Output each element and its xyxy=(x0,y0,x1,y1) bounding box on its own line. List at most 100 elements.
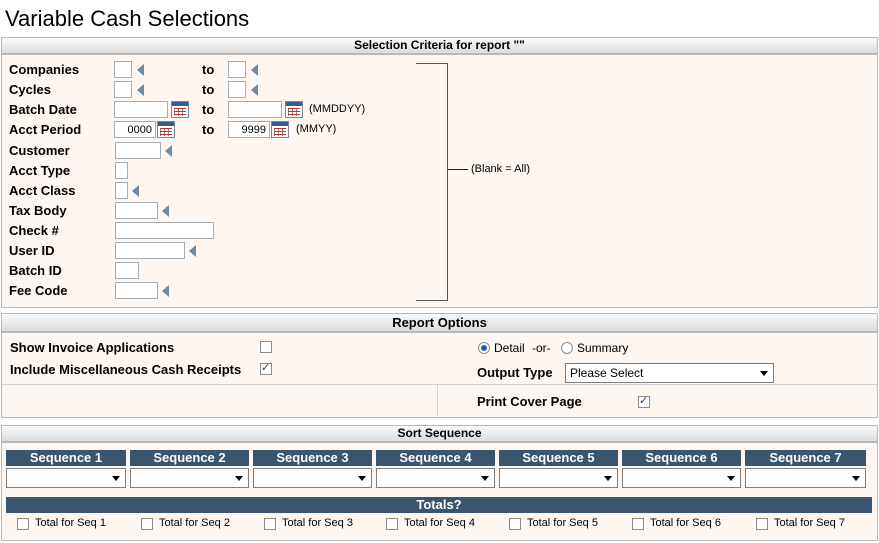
selection-criteria-header: Selection Criteria for report "" xyxy=(1,37,878,54)
cycles-to-lookup-icon[interactable] xyxy=(251,84,258,96)
sequence-1-select[interactable] xyxy=(6,468,126,488)
or-label: -or- xyxy=(532,341,551,355)
selection-criteria-panel xyxy=(1,54,878,308)
total-seq-1-checkbox[interactable] xyxy=(17,518,29,530)
fee-code-label: Fee Code xyxy=(9,283,68,298)
chevron-down-icon xyxy=(760,371,768,376)
fee-code-lookup-icon[interactable] xyxy=(162,285,169,297)
total-seq-5-label: Total for Seq 5 xyxy=(527,517,598,529)
total-seq-2-label: Total for Seq 2 xyxy=(159,517,230,529)
batch-id-input[interactable] xyxy=(115,262,139,279)
batch-date-to-input[interactable] xyxy=(228,101,282,118)
calendar-icon[interactable] xyxy=(285,101,303,118)
chevron-down-icon xyxy=(852,476,860,481)
sequence-5-header: Sequence 5 xyxy=(499,450,618,466)
acct-period-to-input[interactable] xyxy=(228,121,270,138)
detail-label: Detail xyxy=(494,341,525,355)
chevron-down-icon xyxy=(358,476,366,481)
output-type-label: Output Type xyxy=(477,365,553,380)
sequence-2-select[interactable] xyxy=(130,468,249,488)
total-seq-1-label: Total for Seq 1 xyxy=(35,517,106,529)
companies-to-input[interactable] xyxy=(228,61,246,78)
sequence-7-select[interactable] xyxy=(745,468,866,488)
batch-id-label: Batch ID xyxy=(9,263,62,278)
calendar-icon[interactable] xyxy=(171,101,189,118)
detail-radio[interactable] xyxy=(478,342,490,354)
sequence-3-select[interactable] xyxy=(253,468,372,488)
batch-date-to-label: to xyxy=(202,102,215,117)
check-number-label: Check # xyxy=(9,223,59,238)
chevron-down-icon xyxy=(235,476,243,481)
blank-all-note: (Blank = All) xyxy=(471,163,530,175)
user-id-lookup-icon[interactable] xyxy=(189,245,196,257)
user-id-label: User ID xyxy=(9,243,55,258)
sequence-4-select[interactable] xyxy=(376,468,495,488)
sort-sequence-header: Sort Sequence xyxy=(1,425,878,442)
show-invoice-checkbox[interactable] xyxy=(260,341,272,353)
summary-radio[interactable] xyxy=(561,342,573,354)
include-misc-checkbox[interactable] xyxy=(260,361,272,375)
sequence-6-select[interactable] xyxy=(622,468,741,488)
customer-label: Customer xyxy=(9,143,70,158)
companies-to-label: to xyxy=(202,62,215,77)
total-seq-6-checkbox[interactable] xyxy=(632,518,644,530)
user-id-input[interactable] xyxy=(115,242,185,259)
include-misc-label: Include Miscellaneous Cash Receipts xyxy=(10,362,242,377)
batch-date-from-input[interactable] xyxy=(114,101,168,118)
total-seq-7-checkbox[interactable] xyxy=(756,518,768,530)
acct-period-format-hint: (MMYY) xyxy=(296,123,337,135)
total-seq-3-label: Total for Seq 3 xyxy=(282,517,353,529)
batch-date-label: Batch Date xyxy=(9,102,77,117)
chevron-down-icon xyxy=(112,476,120,481)
total-seq-4-label: Total for Seq 4 xyxy=(404,517,475,529)
total-seq-7-label: Total for Seq 7 xyxy=(774,517,845,529)
companies-label: Companies xyxy=(9,62,80,77)
acct-class-lookup-icon[interactable] xyxy=(132,185,139,197)
companies-to-lookup-icon[interactable] xyxy=(251,64,258,76)
companies-from-lookup-icon[interactable] xyxy=(137,64,144,76)
customer-lookup-icon[interactable] xyxy=(165,145,172,157)
tax-body-label: Tax Body xyxy=(9,203,67,218)
companies-from-input[interactable] xyxy=(114,61,132,78)
sequence-4-header: Sequence 4 xyxy=(376,450,495,466)
customer-input[interactable] xyxy=(115,142,161,159)
acct-period-label: Acct Period xyxy=(9,122,82,137)
output-type-select[interactable]: Please Select xyxy=(565,363,774,383)
sequence-1-header: Sequence 1 xyxy=(6,450,126,466)
chevron-down-icon xyxy=(604,476,612,481)
sequence-7-header: Sequence 7 xyxy=(745,450,866,466)
total-seq-3-checkbox[interactable] xyxy=(264,518,276,530)
print-cover-checkbox[interactable] xyxy=(638,394,650,408)
cycles-from-lookup-icon[interactable] xyxy=(137,84,144,96)
tax-body-lookup-icon[interactable] xyxy=(162,205,169,217)
cycles-to-input[interactable] xyxy=(228,81,246,98)
check-number-input[interactable] xyxy=(115,222,214,239)
batch-date-format-hint: (MMDDYY) xyxy=(309,103,366,115)
acct-period-to-label: to xyxy=(202,122,215,137)
acct-type-input[interactable] xyxy=(115,162,128,179)
acct-period-from-input[interactable] xyxy=(114,121,156,138)
fee-code-input[interactable] xyxy=(115,282,158,299)
sequence-6-header: Sequence 6 xyxy=(622,450,741,466)
acct-class-input[interactable] xyxy=(115,182,128,199)
report-options-divider xyxy=(2,384,877,385)
sequence-5-select[interactable] xyxy=(499,468,618,488)
print-cover-label: Print Cover Page xyxy=(477,394,582,409)
chevron-down-icon xyxy=(481,476,489,481)
blank-all-connector xyxy=(448,169,468,170)
calendar-icon[interactable] xyxy=(271,121,289,138)
show-invoice-label: Show Invoice Applications xyxy=(10,340,175,355)
sequence-3-header: Sequence 3 xyxy=(253,450,372,466)
sequence-2-header: Sequence 2 xyxy=(130,450,249,466)
total-seq-4-checkbox[interactable] xyxy=(386,518,398,530)
cycles-from-input[interactable] xyxy=(114,81,132,98)
total-seq-2-checkbox[interactable] xyxy=(141,518,153,530)
page-title: Variable Cash Selections xyxy=(5,6,250,31)
report-options-vdivider xyxy=(437,385,438,417)
tax-body-input[interactable] xyxy=(115,202,158,219)
total-seq-5-checkbox[interactable] xyxy=(509,518,521,530)
output-type-value: Please Select xyxy=(570,366,644,380)
totals-header: Totals? xyxy=(6,497,872,513)
calendar-icon[interactable] xyxy=(157,121,175,138)
cycles-label: Cycles xyxy=(9,82,51,97)
